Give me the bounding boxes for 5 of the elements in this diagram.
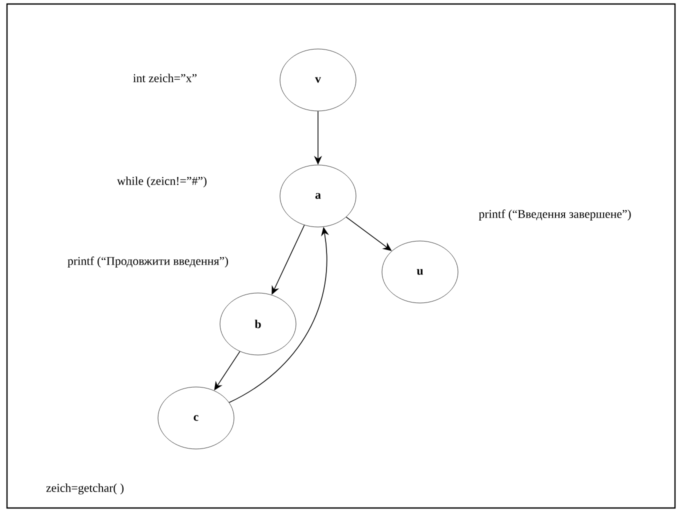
code-label: int zeich=”x” xyxy=(133,74,197,82)
code-label: printf (“Продовжити введення”) xyxy=(68,256,228,268)
code-label: zeich=getchar( ) xyxy=(46,484,124,494)
code-label: while (zeicn!=”#”) xyxy=(117,176,207,188)
code-label: printf (“Введення завершене”) xyxy=(478,210,631,220)
